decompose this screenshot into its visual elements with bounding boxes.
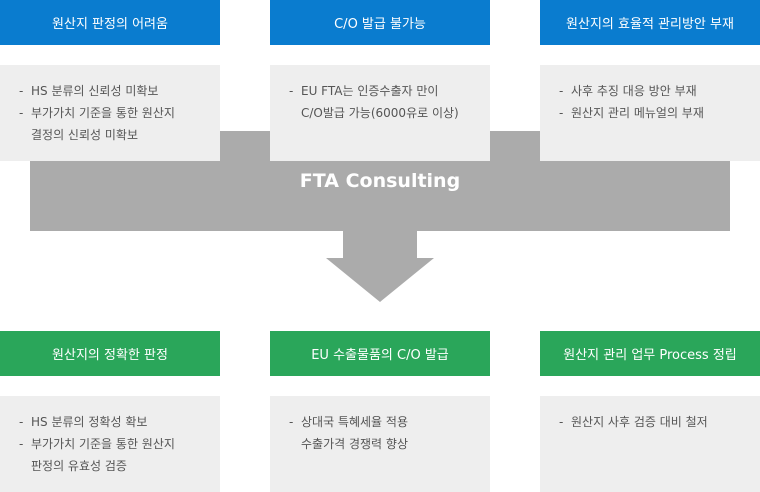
list-item: -HS 분류의 신뢰성 미확보 bbox=[19, 80, 204, 102]
bullet-dash: - bbox=[19, 106, 24, 120]
top-header-1: C/O 발급 불가능 bbox=[270, 0, 490, 45]
bullet-dash: - bbox=[289, 84, 294, 98]
list-item-text: C/O발급 가능(6000유로 이상) bbox=[301, 106, 459, 120]
bullet-dash: - bbox=[19, 415, 24, 429]
list-item: -EU FTA는 인증수출자 만이 bbox=[289, 80, 474, 102]
bullet-dash: - bbox=[19, 437, 24, 451]
top-header-2: 원산지의 효율적 관리방안 부재 bbox=[540, 0, 760, 45]
bottom-header-0: 원산지의 정확한 판정 bbox=[0, 331, 220, 376]
list-item: 판정의 유효성 검증 bbox=[19, 455, 204, 477]
bullet-dash: - bbox=[19, 84, 24, 98]
bullet-dash: - bbox=[559, 84, 564, 98]
list-item: -원산지 관리 메뉴얼의 부재 bbox=[559, 102, 744, 124]
list-item: -부가가치 기준을 통한 원산지 bbox=[19, 433, 204, 455]
down-arrow-icon bbox=[326, 229, 434, 302]
bullet-dash: - bbox=[559, 106, 564, 120]
list-item-text: 원산지 사후 검증 대비 철저 bbox=[571, 415, 708, 429]
list-item: -원산지 사후 검증 대비 철저 bbox=[559, 411, 744, 433]
top-box-2: -사후 추징 대응 방안 부재-원산지 관리 메뉴얼의 부재 bbox=[540, 65, 760, 161]
bottom-box-2: -원산지 사후 검증 대비 철저 bbox=[540, 396, 760, 492]
list-item-text: 부가가치 기준을 통한 원산지 bbox=[31, 106, 175, 120]
list-item-text: 판정의 유효성 검증 bbox=[31, 459, 127, 473]
list-item: -사후 추징 대응 방안 부재 bbox=[559, 80, 744, 102]
top-header-0: 원산지 판정의 어려움 bbox=[0, 0, 220, 45]
list-item-text: 수출가격 경쟁력 향상 bbox=[301, 437, 408, 451]
list-item-text: 상대국 특혜세율 적용 bbox=[301, 415, 408, 429]
bottom-header-1: EU 수출물품의 C/O 발급 bbox=[270, 331, 490, 376]
list-item-text: 사후 추징 대응 방안 부재 bbox=[571, 84, 697, 98]
list-item: 수출가격 경쟁력 향상 bbox=[289, 433, 474, 455]
list-item: -상대국 특혜세율 적용 bbox=[289, 411, 474, 433]
list-item-text: HS 분류의 정확성 확보 bbox=[31, 415, 148, 429]
bullet-dash: - bbox=[289, 415, 294, 429]
list-item-text: EU FTA는 인증수출자 만이 bbox=[301, 84, 439, 98]
list-item-text: 결정의 신뢰성 미확보 bbox=[31, 128, 138, 142]
list-item: 결정의 신뢰성 미확보 bbox=[19, 124, 204, 146]
list-item: -HS 분류의 정확성 확보 bbox=[19, 411, 204, 433]
bottom-header-2: 원산지 관리 업무 Process 정립 bbox=[540, 331, 760, 376]
bullet-dash: - bbox=[559, 415, 564, 429]
list-item: -부가가치 기준을 통한 원산지 bbox=[19, 102, 204, 124]
list-item-text: 원산지 관리 메뉴얼의 부재 bbox=[571, 106, 704, 120]
list-item-text: 부가가치 기준을 통한 원산지 bbox=[31, 437, 175, 451]
list-item: C/O발급 가능(6000유로 이상) bbox=[289, 102, 474, 124]
top-box-1: -EU FTA는 인증수출자 만이 C/O발급 가능(6000유로 이상) bbox=[270, 65, 490, 161]
list-item-text: HS 분류의 신뢰성 미확보 bbox=[31, 84, 159, 98]
band-label: FTA Consulting bbox=[299, 170, 461, 192]
